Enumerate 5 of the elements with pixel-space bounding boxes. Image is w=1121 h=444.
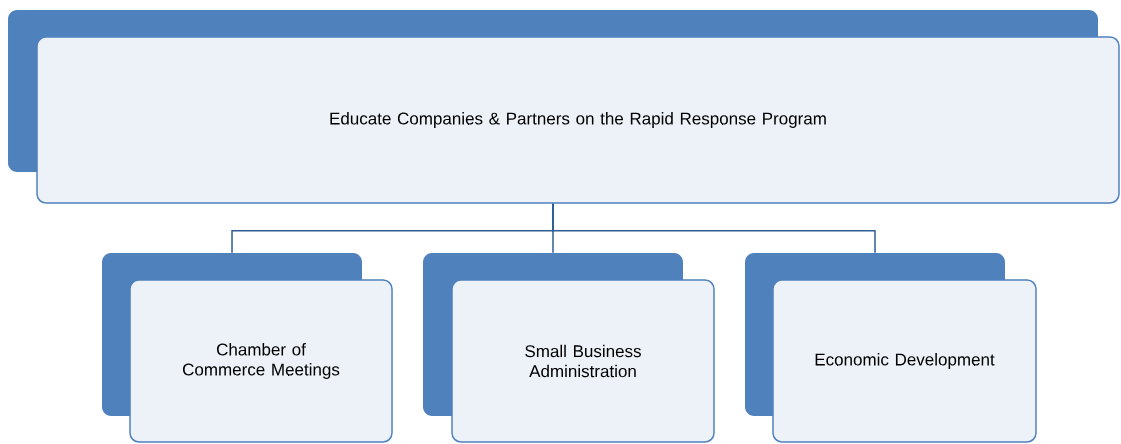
box: Economic Development (745, 253, 1037, 443)
box: Chamber of Commerce Meetings (102, 253, 393, 443)
connector (552, 203, 876, 254)
box: Educate Companies & Partners on the Rapid Response Program (8, 10, 1120, 204)
box: Small Business Administration (423, 253, 715, 443)
